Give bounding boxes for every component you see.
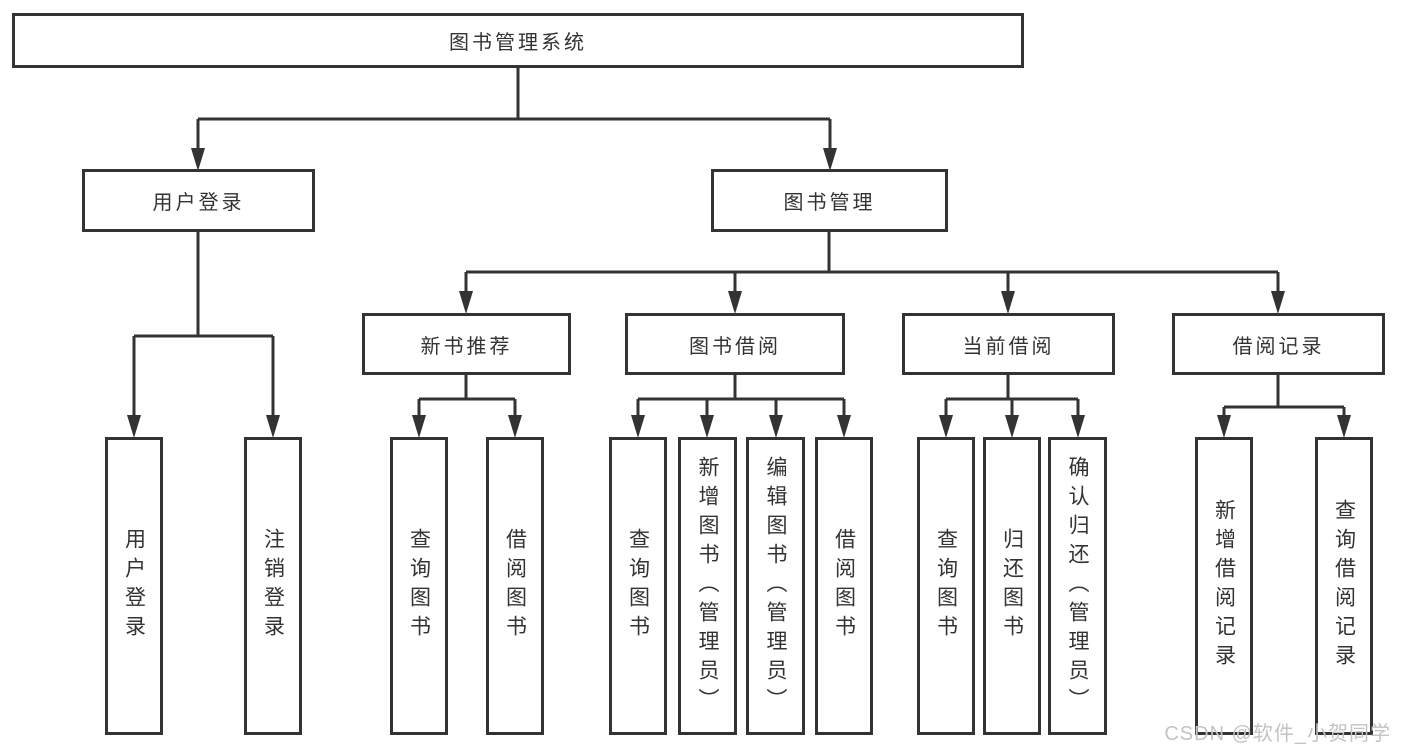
- arrowhead-icon: [728, 291, 742, 314]
- connector-current-to-leaves: [944, 375, 1080, 420]
- node-leaf-confirm-return-admin: 确认归还（管理员）: [1048, 437, 1107, 735]
- arrowhead-icon: [459, 291, 473, 314]
- node-leaf-edit-books-admin: 编辑图书（管理员）: [746, 437, 805, 735]
- csdn-watermark: CSDN @软件_小贺同学: [1164, 723, 1391, 745]
- arrowhead-icon: [1071, 415, 1085, 438]
- arrowhead-icon: [631, 415, 645, 438]
- node-leaf-borrow-books-2: 借阅图书: [815, 437, 873, 735]
- connector-bookmgmt-to-level3: [464, 232, 1280, 296]
- connector-borrow-to-leaves: [636, 375, 846, 420]
- node-user-login: 用户登录: [82, 169, 315, 232]
- arrowhead-icon: [1001, 291, 1015, 314]
- node-leaf-query-books-2: 查询图书: [609, 437, 667, 735]
- arrowhead-icon: [1217, 415, 1231, 438]
- node-leaf-borrow-books-1: 借阅图书: [486, 437, 544, 735]
- node-new-book-recommend: 新书推荐: [362, 313, 571, 375]
- node-current-borrow: 当前借阅: [902, 313, 1115, 375]
- node-leaf-query-books-1: 查询图书: [390, 437, 448, 735]
- connector-record-to-leaves: [1222, 375, 1346, 420]
- arrowhead-icon: [823, 148, 837, 171]
- arrowhead-icon: [1271, 291, 1285, 314]
- node-leaf-add-books-admin: 新增图书（管理员）: [678, 437, 737, 735]
- node-root: 图书管理系统: [12, 13, 1024, 68]
- connector-root-to-level2: [196, 68, 832, 152]
- arrowhead-icon: [266, 415, 280, 438]
- arrowhead-icon: [1005, 415, 1019, 438]
- arrowhead-icon: [769, 415, 783, 438]
- connector-newbook-to-leaves: [417, 375, 517, 420]
- node-leaf-logout: 注销登录: [244, 437, 302, 735]
- arrowhead-icon: [700, 415, 714, 438]
- node-leaf-user-login: 用户登录: [105, 437, 163, 735]
- node-book-borrow: 图书借阅: [625, 313, 845, 375]
- arrowhead-icon: [1337, 415, 1351, 438]
- node-book-management: 图书管理: [711, 169, 948, 232]
- node-leaf-query-borrow-record: 查询借阅记录: [1315, 437, 1373, 735]
- node-leaf-add-borrow-record: 新增借阅记录: [1195, 437, 1253, 735]
- arrowhead-icon: [412, 415, 426, 438]
- node-leaf-return-books: 归还图书: [983, 437, 1041, 735]
- arrowhead-icon: [191, 148, 205, 171]
- arrowhead-icon: [837, 415, 851, 438]
- node-borrow-record: 借阅记录: [1172, 313, 1385, 375]
- connector-userlogin-to-leaves: [132, 232, 275, 420]
- arrowhead-icon: [939, 415, 953, 438]
- node-leaf-query-books-3: 查询图书: [917, 437, 975, 735]
- arrowhead-icon: [127, 415, 141, 438]
- arrowhead-icon: [508, 415, 522, 438]
